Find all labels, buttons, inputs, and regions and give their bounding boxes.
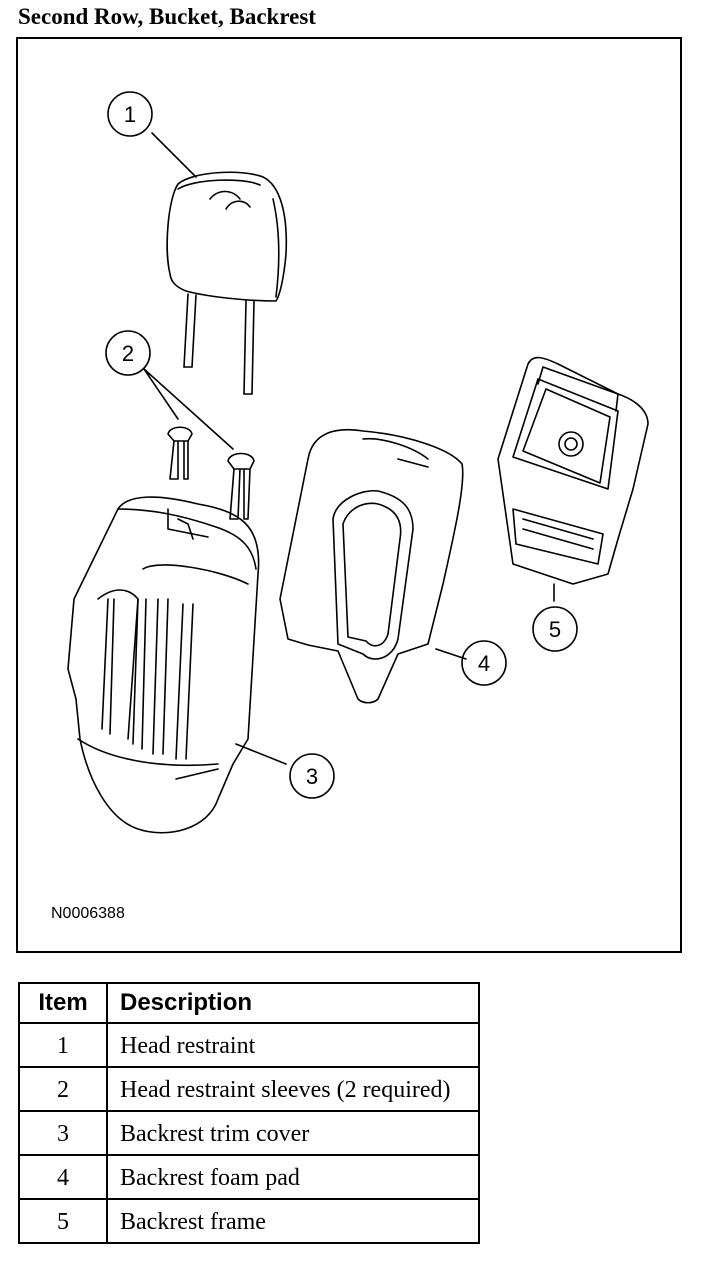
item-number: 4 <box>18 1154 108 1200</box>
head-restraint-sleeves-part <box>167 426 255 520</box>
table-row: 4 Backrest foam pad <box>18 1154 480 1200</box>
figure-id: N0006388 <box>51 905 125 922</box>
callout-badges <box>105 91 578 799</box>
item-number: 5 <box>18 1198 108 1244</box>
callout-circle-4 <box>461 640 507 686</box>
callout-leaders <box>143 132 555 765</box>
head-restraint-part <box>166 171 288 395</box>
legend-header-row: Item Description <box>18 982 480 1024</box>
callout-circle-1 <box>107 91 153 137</box>
item-description: Backrest trim cover <box>106 1110 480 1156</box>
item-description: Head restraint sleeves (2 required) <box>106 1066 480 1112</box>
item-number: 3 <box>18 1110 108 1156</box>
backrest-foam-pad-part <box>279 428 464 704</box>
item-number: 2 <box>18 1066 108 1112</box>
description-column-header: Description <box>106 982 480 1024</box>
table-row: 2 Head restraint sleeves (2 required) <box>18 1066 480 1112</box>
callout-label-5: 5 <box>549 617 561 642</box>
callout-label-2: 2 <box>122 341 134 366</box>
callout-label-4: 4 <box>478 651 490 676</box>
callout-circle-3 <box>289 753 335 799</box>
callout-label-3: 3 <box>306 764 318 789</box>
callout-circle-2 <box>105 330 151 376</box>
table-row: 1 Head restraint <box>18 1022 480 1068</box>
backrest-trim-cover-part <box>67 496 260 834</box>
item-number: 1 <box>18 1022 108 1068</box>
backrest-frame-part <box>497 356 649 585</box>
backrest-illustration: 1 2 3 4 5 <box>67 91 649 834</box>
page-title: Second Row, Bucket, Backrest <box>18 4 316 29</box>
callout-label-1: 1 <box>124 102 136 127</box>
exploded-view-figure: 1 2 3 4 5 N0006388 <box>16 37 682 953</box>
item-description: Head restraint <box>106 1022 480 1068</box>
item-description: Backrest foam pad <box>106 1154 480 1200</box>
table-row: 3 Backrest trim cover <box>18 1110 480 1156</box>
item-column-header: Item <box>18 982 108 1024</box>
callout-circle-5 <box>532 606 578 652</box>
item-description: Backrest frame <box>106 1198 480 1244</box>
table-row: 5 Backrest frame <box>18 1198 480 1244</box>
parts-legend-table: Item Description 1 Head restraint 2 Head… <box>18 982 480 1244</box>
